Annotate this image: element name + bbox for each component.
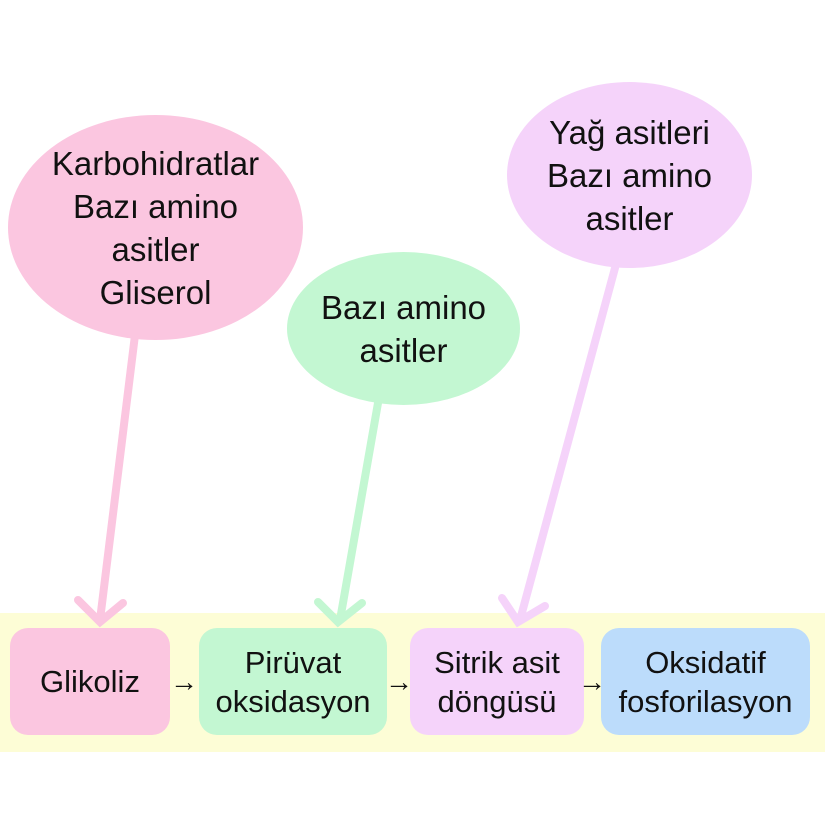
arrow-amino-to-piruvat (314, 399, 382, 628)
source-amino-acids-ellipse: Bazı amino asitler (287, 252, 520, 405)
flow-arrow-icon: → (170, 666, 198, 697)
step-oksidatif-label: Oksidatif fosforilasyon (618, 644, 793, 719)
source-carbohydrates-ellipse: Karbohidratlar Bazı amino asitler Gliser… (8, 115, 303, 340)
source-amino-acids-label: Bazı amino asitler (320, 288, 487, 369)
source-carbohydrates-label: Karbohidratlar Bazı amino asitler Gliser… (51, 144, 260, 311)
step-piruvat-oksidasyon: Pirüvat oksidasyon (199, 628, 387, 735)
step-sitrik-label: Sitrik asit döngüsü (434, 644, 560, 719)
step-piruvat-label: Pirüvat oksidasyon (215, 644, 371, 719)
arrow-carbs-to-glikoliz (74, 331, 139, 628)
step-glikoliz: Glikoliz (10, 628, 170, 735)
step-oksidatif-fosforilasyon: Oksidatif fosforilasyon (601, 628, 810, 735)
source-fatty-acids-ellipse: Yağ asitleri Bazı amino asitler (507, 82, 752, 268)
step-glikoliz-label: Glikoliz (40, 664, 140, 699)
step-sitrik-asit-dongusu: Sitrik asit döngüsü (410, 628, 584, 735)
source-fatty-acids-label: Yağ asitleri Bazı amino asitler (546, 113, 713, 237)
flow-arrow-icon: → (385, 666, 413, 697)
